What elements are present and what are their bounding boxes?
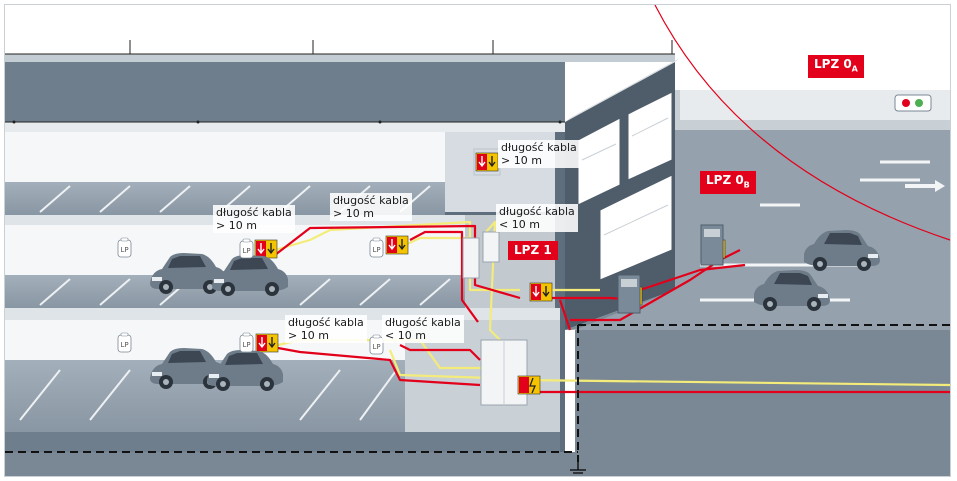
lp-text: LP xyxy=(372,343,380,351)
cable-length-label: długość kabla < 10 m xyxy=(496,204,578,232)
outdoor-area xyxy=(5,90,950,477)
lp-text: LP xyxy=(120,341,128,349)
spd-icon xyxy=(529,282,553,302)
cable-label-length: < 10 m xyxy=(499,218,540,231)
lpz-dashed-lines xyxy=(5,324,950,462)
sub-distribution-boxes xyxy=(462,231,500,279)
roof xyxy=(5,40,675,62)
cable-label-title: długość kabla xyxy=(333,194,409,207)
spd-icon xyxy=(475,152,499,172)
cable-label-length: > 10 m xyxy=(216,219,257,232)
cable-length-label: długość kabla > 10 m xyxy=(498,140,580,168)
zone-name: LPZ 0 xyxy=(706,173,744,187)
building-side-wall xyxy=(565,58,680,330)
cable-length-label: długość kabla < 10 m xyxy=(382,315,464,343)
cable-label-length: > 10 m xyxy=(333,207,374,220)
cable-label-title: długość kabla xyxy=(499,205,575,218)
lightning-spd-icon xyxy=(517,375,541,395)
lp-text: LP xyxy=(120,246,128,254)
zone-label-lpz1: LPZ 1 xyxy=(508,241,558,260)
spd-icon xyxy=(254,239,278,259)
zone-name: LPZ 0 xyxy=(814,57,852,71)
main-distribution-cabinet xyxy=(480,339,528,406)
garage-building xyxy=(5,62,565,452)
charger-icon xyxy=(617,274,641,314)
cable-label-length: > 10 m xyxy=(288,329,329,342)
lp-icon: LP xyxy=(239,238,254,259)
lp-icon: LP xyxy=(117,332,132,353)
cable-label-title: długość kabla xyxy=(501,141,577,154)
lp-text: LP xyxy=(242,247,250,255)
cable-label-length: > 10 m xyxy=(501,154,542,167)
ground-icon xyxy=(570,462,586,474)
zone-subscript: B xyxy=(743,180,750,190)
cable-label-title: długość kabla xyxy=(216,206,292,219)
arrow-icon xyxy=(905,180,945,192)
traffic-light-icon xyxy=(894,94,932,112)
lpz-boundary-arc xyxy=(654,4,951,241)
zone-label-lpz0a: LPZ 0A xyxy=(808,55,864,79)
charger-icon xyxy=(700,224,724,266)
zone-label-lpz0b: LPZ 0B xyxy=(700,171,756,195)
lp-icon: LP xyxy=(239,332,254,353)
cable-label-title: długość kabla xyxy=(385,316,461,329)
lp-text: LP xyxy=(242,341,250,349)
zone-subscript: A xyxy=(851,64,858,74)
lp-icon: LP xyxy=(117,237,132,258)
cable-length-label: długość kabla > 10 m xyxy=(285,315,367,343)
cable-length-label: długość kabla > 10 m xyxy=(330,193,412,221)
cable-length-label: długość kabla > 10 m xyxy=(213,205,295,233)
cable-label-title: długość kabla xyxy=(288,316,364,329)
lp-icon: LP xyxy=(369,334,384,355)
zone-name: LPZ 1 xyxy=(514,243,552,257)
lp-icon: LP xyxy=(369,237,384,258)
spd-icon xyxy=(385,235,409,255)
spd-icon xyxy=(255,333,279,353)
lp-text: LP xyxy=(372,246,380,254)
cable-label-length: < 10 m xyxy=(385,329,426,342)
